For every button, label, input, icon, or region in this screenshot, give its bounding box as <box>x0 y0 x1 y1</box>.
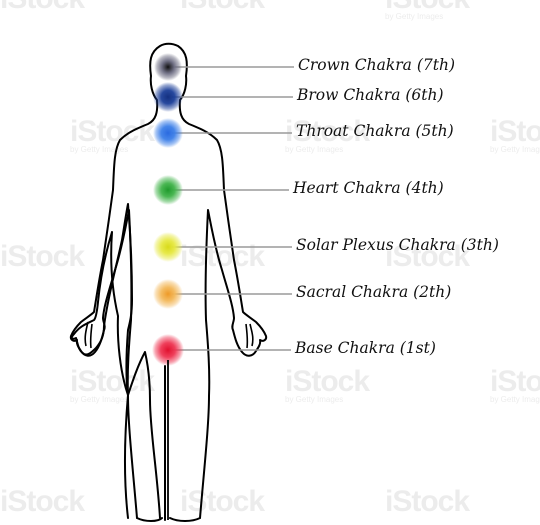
chakra-label: Heart Chakra (4th) <box>293 179 444 197</box>
chakra-label: Crown Chakra (7th) <box>298 56 455 74</box>
chakra-label: Sacral Chakra (2th) <box>296 283 451 301</box>
chakra-orb <box>153 279 183 309</box>
chakra-label: Base Chakra (1st) <box>295 339 436 357</box>
chakra-orb <box>153 118 183 148</box>
chakra-orb <box>153 82 183 112</box>
chakra-orb <box>154 53 182 81</box>
chakra-orb <box>153 175 183 205</box>
chakra-label: Brow Chakra (6th) <box>297 86 444 104</box>
chakra-label: Throat Chakra (5th) <box>296 122 454 140</box>
chakra-label: Solar Plexus Chakra (3th) <box>296 236 499 254</box>
chakra-orb <box>153 232 183 262</box>
body-outline <box>72 204 160 518</box>
